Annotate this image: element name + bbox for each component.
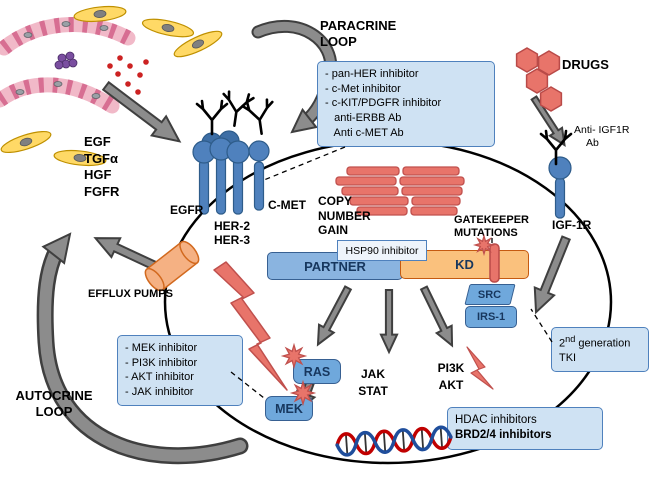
receptor-inhibitors-box: - pan-HER inhibitor - c-Met inhibitor - … <box>317 61 495 147</box>
her3-label: HER-3 <box>214 233 251 247</box>
red-blood-cells-icon <box>107 55 149 95</box>
src-node: SRC <box>464 284 516 305</box>
paracrine-loop-label: PARACRINE LOOP <box>320 18 397 49</box>
cmet-receptor-icon <box>248 140 270 211</box>
second-generation-tki-box: 2nd generation TKI <box>551 327 649 373</box>
cmet-label: C-MET <box>268 198 306 212</box>
igf1r-label: IGF-1R <box>552 218 592 232</box>
autocrine-loop-label: AUTOCRINE LOOP <box>15 388 93 419</box>
ras-node: RAS <box>293 359 341 384</box>
pi3k-akt-label: PI3K AKT <box>437 361 465 393</box>
mek-node: MEK <box>265 396 313 421</box>
epigenetic-inhibitors-box: HDAC inhibitors BRD2/4 inhibitors <box>447 407 603 450</box>
antibody-icon <box>240 97 278 138</box>
efflux-pump-icon <box>144 240 200 292</box>
egfr-her-receptor-icon <box>192 130 250 215</box>
jak-stat-label: JAK STAT <box>358 367 388 399</box>
tki-line1: 2nd generation <box>559 334 631 350</box>
her2-label: HER-2 <box>214 219 251 233</box>
ligand-list-label: EGF TGFα HGF FGFR <box>84 134 120 199</box>
gatekeeper-mutations-label: GATEKEEPER MUTATIONS <box>454 214 529 240</box>
efflux-pumps-label: EFFLUX PUMPS <box>88 288 173 300</box>
igf1r-receptor-icon <box>548 156 572 219</box>
tumor-cell-cluster-icon <box>54 51 78 70</box>
antibody-icon <box>195 99 229 136</box>
copy-number-gain-label: COPY NUMBER GAIN <box>318 194 371 238</box>
anti-igf1r-label: Anti- IGF1R Ab <box>574 124 630 149</box>
hsp90-inhibitor-box: HSP90 inhibitor <box>337 240 427 261</box>
blood-vessel-icon <box>0 17 149 114</box>
irs1-node: IRS-1 <box>465 306 517 328</box>
egfr-label: EGFR <box>170 203 204 217</box>
autocrine-arrow <box>36 224 249 465</box>
downstream-inhibitors-box: - MEK inhibitor - PI3K inhibitor - AKT i… <box>117 335 243 406</box>
copy-number-gain-bars-icon <box>335 166 465 216</box>
drugs-label: DRUGS <box>562 57 609 72</box>
